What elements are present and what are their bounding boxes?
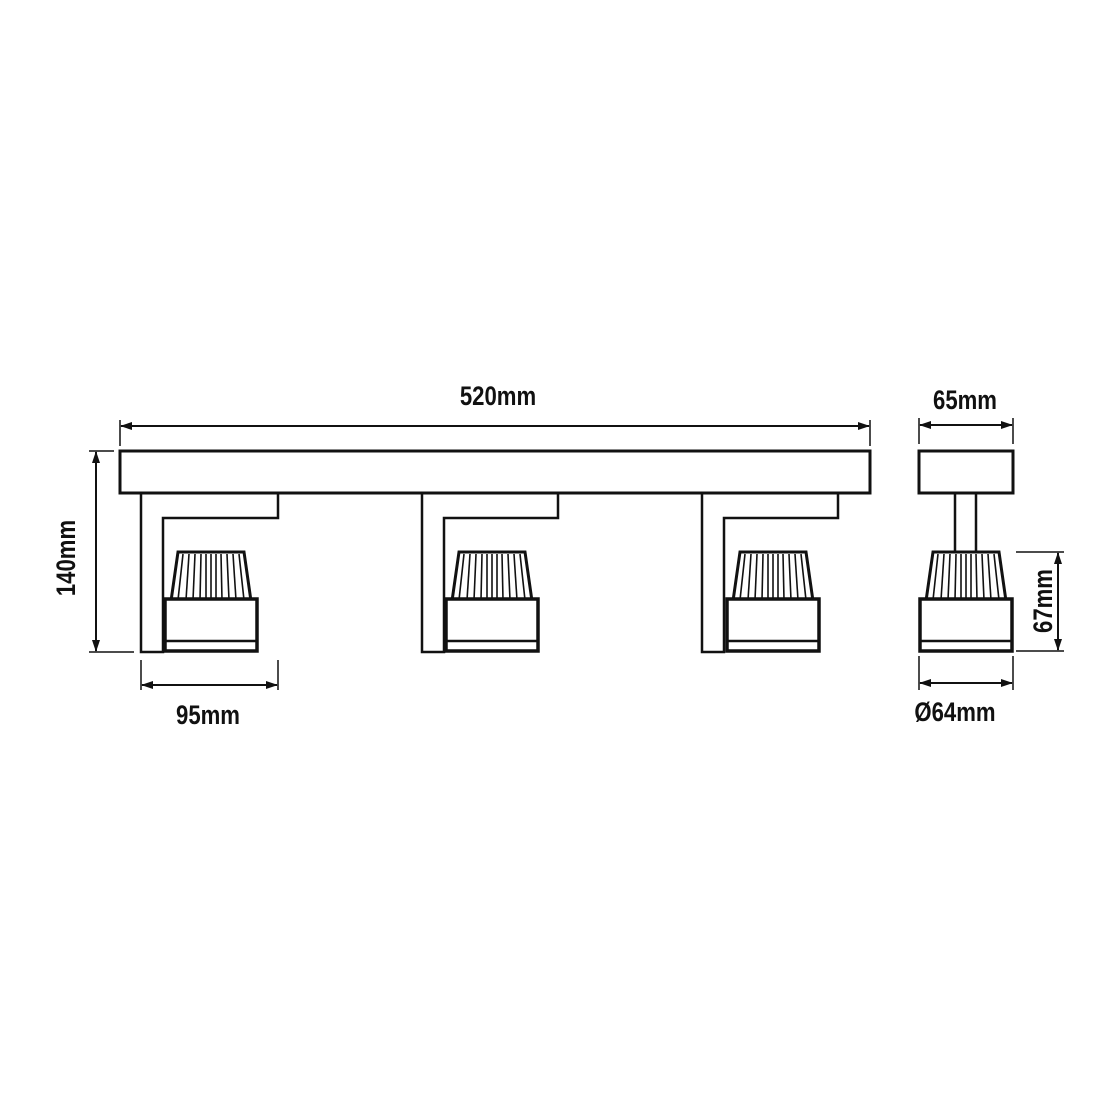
front-spotlight-1 <box>139 493 280 654</box>
dimension-height: 140mm <box>52 450 134 653</box>
spotlight-arm <box>700 493 840 654</box>
side-view: 65mm 67mm Ø64mm <box>914 386 1064 728</box>
dimension-width: 520mm <box>119 382 871 446</box>
head-diameter-label: Ø64mm <box>914 698 995 728</box>
height-label: 140mm <box>52 520 82 596</box>
front-spotlight-2 <box>420 493 560 654</box>
head-height-label: 67mm <box>1029 569 1059 633</box>
width-label: 520mm <box>460 382 536 412</box>
side-spotlight-head <box>918 550 1014 653</box>
front-view: 520mm 140mm 95mm <box>52 382 872 731</box>
base-depth-label: 65mm <box>933 386 997 416</box>
dimension-base-depth: 65mm <box>918 386 1014 444</box>
front-spotlight-3 <box>700 493 840 654</box>
spotlight-arm <box>420 493 560 654</box>
spotlight-head <box>444 550 540 653</box>
spotlight-arm <box>139 493 280 654</box>
dimension-head-height: 67mm <box>1016 551 1064 652</box>
front-base-bar <box>118 449 872 495</box>
arm-reach-label: 95mm <box>176 701 240 731</box>
side-stem <box>953 491 978 554</box>
dimension-arm-reach: 95mm <box>140 660 279 731</box>
dimension-head-diameter: Ø64mm <box>914 656 1014 728</box>
side-base-block <box>917 449 1015 495</box>
spotlight-head <box>725 550 821 653</box>
spotlight-head <box>163 550 259 653</box>
